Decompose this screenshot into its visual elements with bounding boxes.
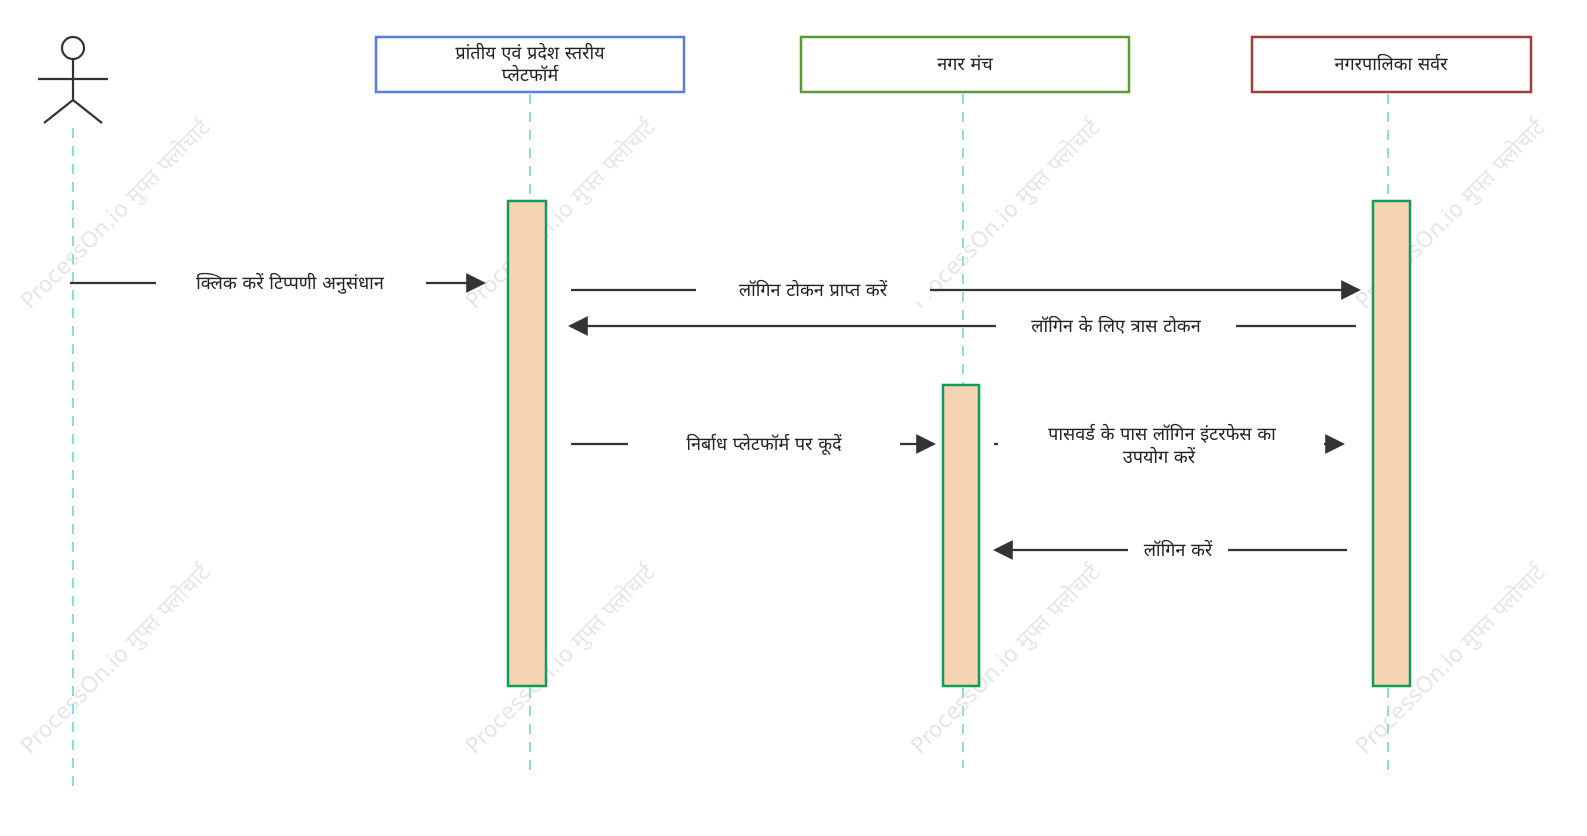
participant-server-label: नगरपालिका सर्वर xyxy=(1335,53,1449,75)
message-4-label: निर्बाध प्लेटफॉर्म पर कूदें xyxy=(686,433,842,455)
participant-city: नगर मंच xyxy=(799,35,1131,94)
participant-city-label: नगर मंच xyxy=(937,54,993,75)
watermark-text: ProcessOn.io मुफ्त फ्लोचार्ट xyxy=(906,114,1106,314)
activation-server xyxy=(1371,199,1412,688)
watermark-text: ProcessOn.io मुफ्त फ्लोचार्ट xyxy=(461,114,661,314)
message-3-label: लॉगिन के लिए त्रास टोकन xyxy=(1031,315,1202,337)
message-6-label: लॉगिन करें xyxy=(1144,539,1213,561)
watermark-text: ProcessOn.io मुफ्त फ्लोचार्ट xyxy=(16,559,216,759)
actor-icon xyxy=(38,35,108,124)
watermark-text: ProcessOn.io मुफ्त फ्लोचार्ट xyxy=(906,559,1106,759)
message-1: क्लिक करें टिप्पणी अनुसंधान xyxy=(70,271,486,295)
message-5: पासवर्ड के पास लॉगिन इंटरफेस का उपयोग कर… xyxy=(994,423,1345,468)
message-3: लॉगिन के लिए त्रास टोकन xyxy=(568,314,1356,338)
activation-city xyxy=(941,383,981,688)
watermark-text: ProcessOn.io मुफ्त फ्लोचार्ट xyxy=(461,559,661,759)
message-2-label: लॉगिन टोकन प्राप्त करें xyxy=(739,279,888,301)
message-6: लॉगिन करें xyxy=(993,538,1347,562)
message-4: निर्बाध प्लेटफॉर्म पर कूदें xyxy=(571,432,936,456)
message-1-label: क्लिक करें टिप्पणी अनुसंधान xyxy=(196,272,385,294)
message-5-label-1: पासवर्ड के पास लॉगिन इंटरफेस का xyxy=(1048,423,1276,445)
participant-platform-label-1: प्रांतीय एवं प्रदेश स्तरीय xyxy=(455,42,605,64)
participant-platform-label-2: प्लेटफॉर्म xyxy=(502,64,560,86)
message-5-label-2: उपयोग करें xyxy=(1123,446,1196,468)
message-2: लॉगिन टोकन प्राप्त करें xyxy=(571,278,1361,302)
participant-platform: प्रांतीय एवं प्रदेश स्तरीय प्लेटफॉर्म xyxy=(374,35,686,94)
activation-platform xyxy=(506,199,548,688)
participant-server: नगरपालिका सर्वर xyxy=(1250,35,1533,94)
